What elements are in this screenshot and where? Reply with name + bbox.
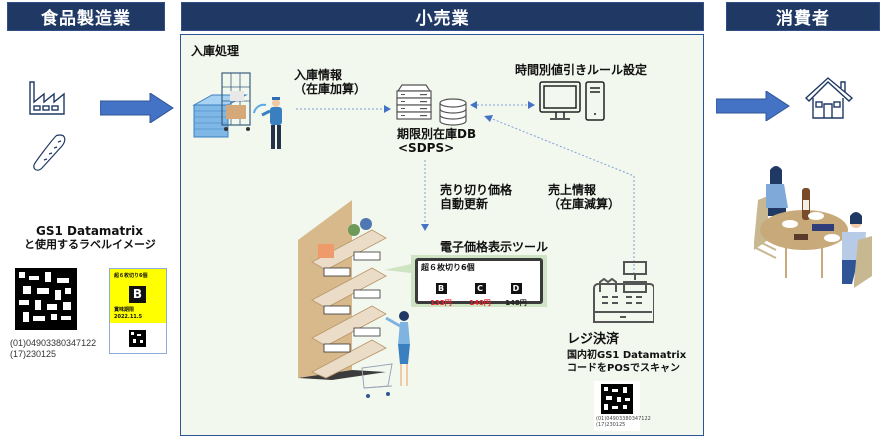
esl-grade: C bbox=[474, 283, 486, 294]
label-sticker: 超６枚切り6個 B 賞味期限 2022.11.5 bbox=[109, 268, 167, 354]
flow-arrow-to-consumer bbox=[716, 91, 790, 121]
sales-info-line2: （在庫減算） bbox=[548, 197, 621, 211]
cash-register-icon bbox=[593, 261, 654, 323]
server-icon bbox=[396, 84, 432, 120]
price-update-line1: 売り切り価格 bbox=[440, 183, 513, 197]
db-line1: 期限別在庫DB bbox=[397, 127, 477, 141]
receiving-worker-illustration bbox=[192, 72, 282, 149]
checkout-line2: コードをPOSでスキャン bbox=[567, 363, 681, 374]
dotted-arrow-receiving-to-db bbox=[296, 105, 391, 113]
house-icon bbox=[804, 77, 854, 119]
sticker-grade: B bbox=[129, 286, 146, 303]
receiving-info-line1: 入庫情報 bbox=[294, 68, 343, 82]
dotted-arrow-pos-to-db bbox=[484, 115, 635, 274]
pos-datamatrix-code bbox=[601, 384, 633, 414]
database-icon bbox=[439, 98, 467, 126]
bread-icon bbox=[33, 134, 66, 171]
gs1-code-line1: (01)04903380347122 bbox=[10, 338, 97, 348]
receiving-title: 入庫処理 bbox=[191, 44, 240, 58]
price-update-line2: 自動更新 bbox=[440, 197, 489, 211]
sticker-title: 超６枚切り6個 bbox=[114, 273, 148, 279]
dotted-arrow-db-to-esl bbox=[421, 160, 429, 231]
header-manufacturer: 食品製造業 bbox=[7, 2, 165, 31]
electronic-shelf-label: 超６枚切り6個 B 133円 C 140円 D 148円 bbox=[415, 258, 543, 307]
esl-item: D 148円 bbox=[501, 276, 531, 308]
flow-arrow-to-retail bbox=[100, 93, 174, 123]
pos-code-line1: (01)04903380347122 bbox=[596, 416, 651, 422]
esl-item: B 133円 bbox=[426, 276, 456, 308]
header-consumer: 消費者 bbox=[726, 2, 880, 31]
label-title-line1: GS1 Datamatrix bbox=[36, 224, 144, 238]
desktop-computer-icon bbox=[539, 81, 605, 121]
checkout-title: レジ決済 bbox=[567, 332, 620, 347]
esl-item: C 140円 bbox=[465, 276, 495, 308]
pos-code-line2: (17)230125 bbox=[596, 422, 626, 428]
esl-grade: D bbox=[510, 283, 522, 294]
store-shelf-shopper-illustration bbox=[298, 200, 420, 398]
esl-grade: B bbox=[435, 283, 447, 294]
esl-price: 140円 bbox=[469, 299, 491, 307]
factory-icon bbox=[29, 81, 65, 115]
header-retail: 小売業 bbox=[181, 2, 704, 31]
gs1-datamatrix-code bbox=[15, 268, 77, 330]
rule-setting-label: 時間別値引きルール設定 bbox=[515, 63, 648, 77]
esl-price: 148円 bbox=[505, 299, 527, 307]
sticker-datamatrix bbox=[129, 330, 146, 347]
sticker-yellow-area: 超６枚切り6個 B 賞味期限 2022.11.5 bbox=[110, 269, 166, 323]
gs1-code-line2: (17)230125 bbox=[10, 349, 57, 359]
esl-product: 超６枚切り6個 bbox=[421, 263, 475, 272]
sticker-expiry-date: 2022.11.5 bbox=[114, 314, 143, 320]
receiving-info-line2: （在庫加算） bbox=[294, 82, 367, 96]
dining-couple-illustration bbox=[754, 166, 872, 288]
sticker-expiry-label: 賞味期限 bbox=[114, 307, 135, 313]
esl-price: 133円 bbox=[430, 299, 452, 307]
esl-title: 電子価格表示ツール bbox=[440, 240, 549, 254]
db-line2: <SDPS> bbox=[398, 141, 455, 155]
sales-info-line1: 売上情報 bbox=[548, 183, 597, 197]
label-title-line2: と使用するラベルイメージ bbox=[24, 238, 156, 251]
checkout-line1: 国内初GS1 Datamatrix bbox=[567, 350, 687, 361]
dotted-arrow-db-to-rules bbox=[470, 101, 535, 109]
